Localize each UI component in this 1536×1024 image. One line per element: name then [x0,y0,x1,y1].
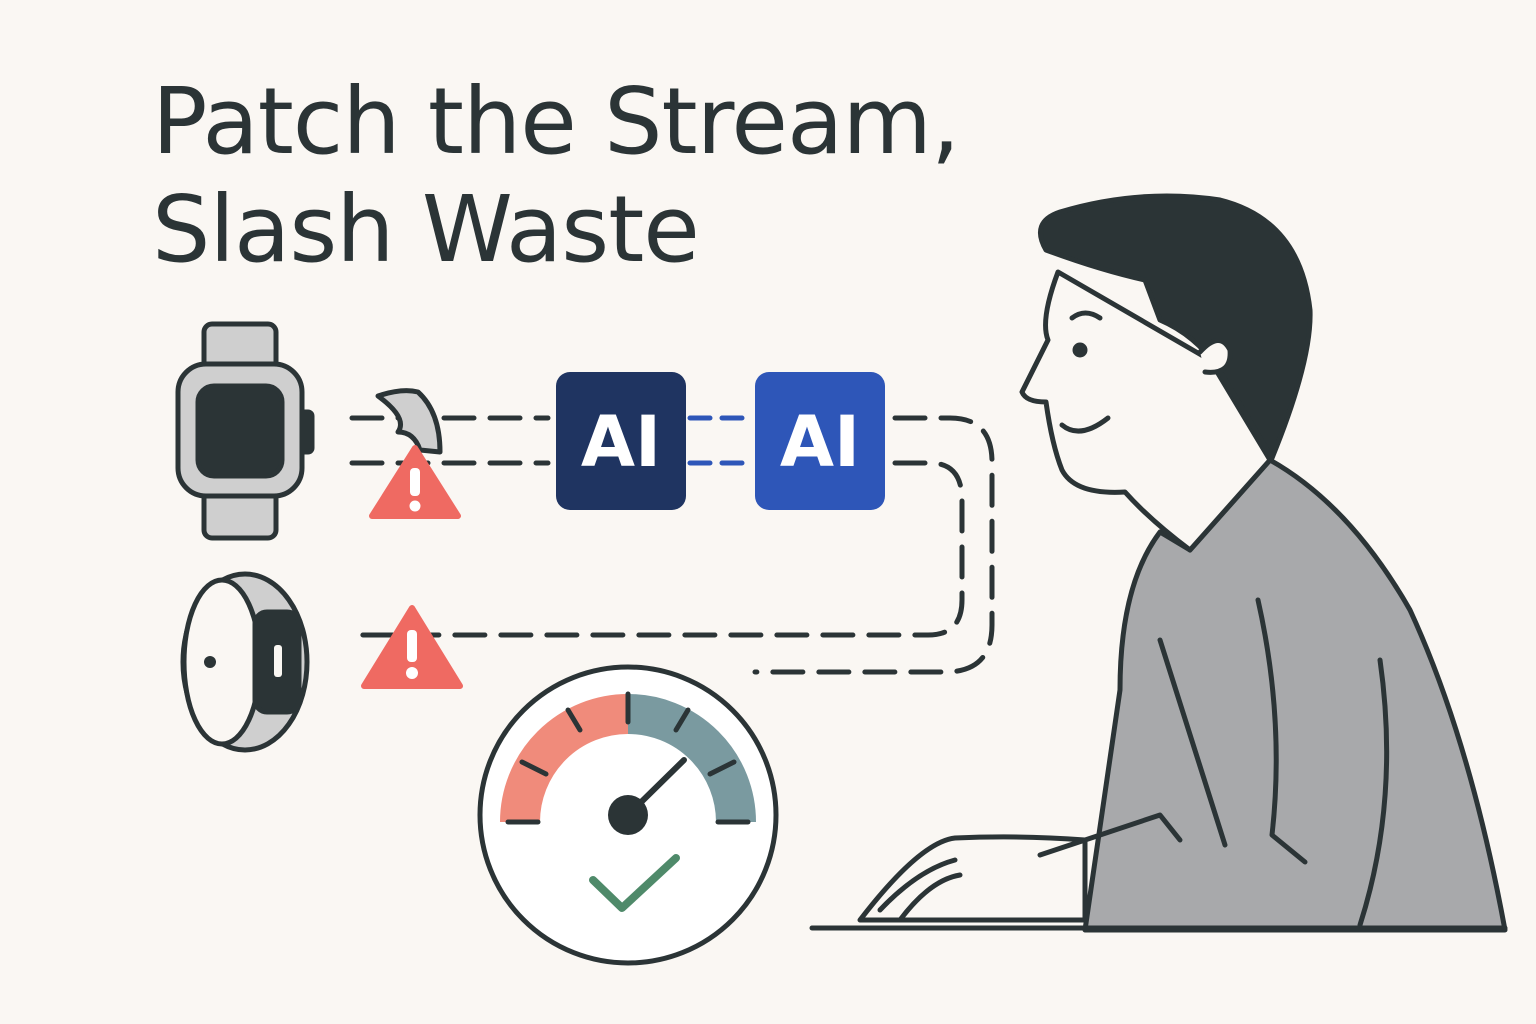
checkmark-icon [589,854,680,912]
hair [1037,193,1313,461]
wristband-icon [180,571,310,753]
smartwatch-icon [175,321,315,541]
speedometer-gauge-icon [477,664,779,966]
stream-line-upper-route [752,415,995,675]
ai-link [687,415,755,466]
broken-segment-icon [375,388,443,455]
data-stream [349,415,995,675]
warning-triangle-icon [361,605,463,689]
title-line-1: Patch the Stream, [152,68,960,175]
ai-node-secondary: AI [755,372,885,510]
face [1019,269,1273,553]
person-illustration [857,193,1508,933]
shirt [1082,457,1508,933]
ai-node-primary: AI [556,372,686,510]
stream-line-lower-route [349,460,965,638]
page-title: Patch the Stream, Slash Waste [152,68,960,284]
ai-node-primary-label: AI [581,401,661,483]
ai-node-secondary-label: AI [780,401,860,483]
warning-triangle-icon [369,445,461,519]
title-line-2: Slash Waste [152,176,700,283]
ear [1197,338,1233,375]
